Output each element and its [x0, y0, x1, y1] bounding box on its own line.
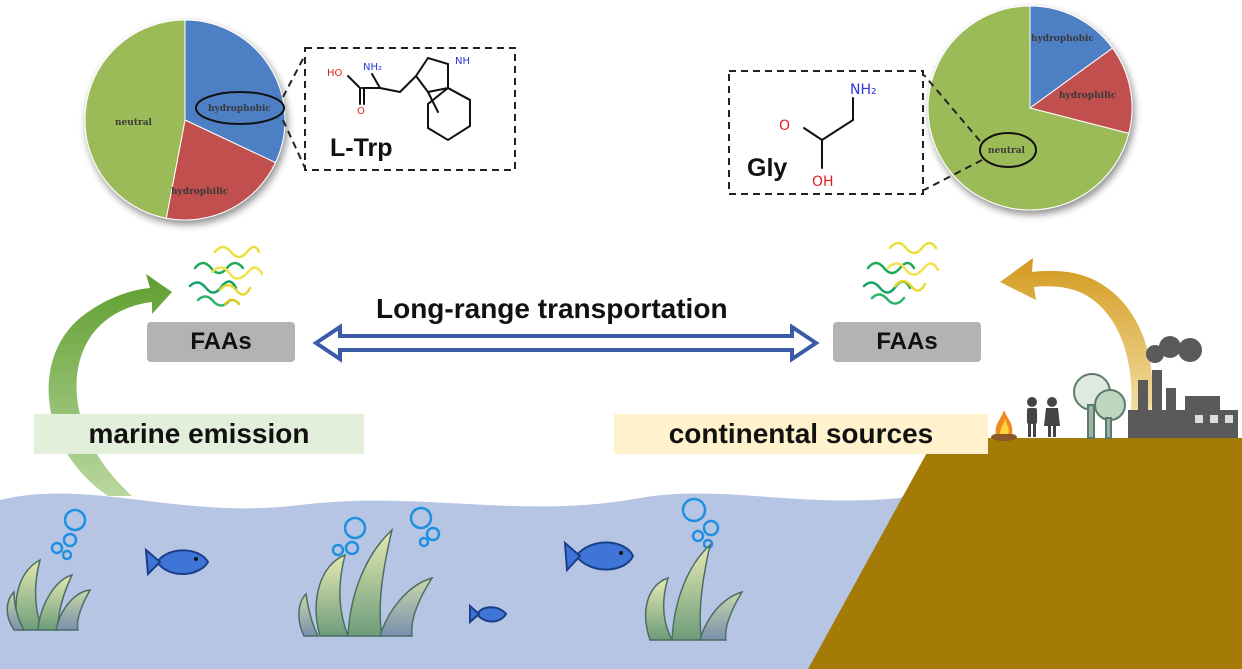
seaweed-3 [645, 542, 744, 641]
molecule-name-trp: L-Trp [330, 134, 393, 162]
faa-protein-icon-right [862, 241, 940, 305]
faa-protein-icon-left [188, 245, 264, 307]
transport-label: Long-range transportation [376, 293, 728, 324]
land [808, 438, 1242, 669]
gly-atom-oh: OH [812, 174, 834, 190]
trp-structure [347, 56, 471, 142]
factory-icon [1128, 336, 1238, 438]
connector-right-top [923, 74, 981, 142]
seaweed-2 [298, 527, 434, 637]
pie-chart-right [927, 5, 1133, 211]
marine-emission-label: marine emission [34, 414, 364, 454]
neutral-highlight-ellipse [979, 132, 1037, 168]
faas-box-right: FAAs [833, 322, 981, 362]
faas-box-left: FAAs [147, 322, 295, 362]
marine-emission-arrow [48, 274, 172, 496]
molecule-name-gly: Gly [747, 154, 788, 182]
gly-atom-nh2: NH₂ [850, 82, 877, 98]
pie-right-label-neutral: neutral [988, 146, 1026, 156]
pie-left-label-neutral: neutral [115, 118, 153, 128]
pie-right-label-hydrophilic: hydrophilic [1059, 91, 1117, 101]
seaweed-1 [6, 558, 92, 631]
hydrophobic-highlight-ellipse [195, 91, 285, 125]
ocean [0, 470, 950, 669]
trp-atom-oh: HO [327, 68, 343, 79]
pie-right-slice-hydrophobic [1029, 5, 1114, 109]
connector-left-bottom [282, 119, 306, 169]
fish-3 [469, 603, 508, 625]
fish-1 [144, 547, 210, 577]
molecule-box-gly [728, 70, 924, 195]
gly-structure [803, 97, 854, 169]
connector-left-top [282, 54, 306, 98]
campfire-icon [991, 410, 1017, 441]
fish-2 [563, 540, 635, 573]
gly-atom-o: O [779, 118, 790, 134]
pie-right-slice-neutral [927, 5, 1130, 211]
continental-sources-label: continental sources [614, 414, 988, 454]
pie-left-slice-hydrophilic [165, 119, 277, 221]
continental-sources-arrow [1000, 258, 1153, 420]
transport-double-arrow [312, 323, 820, 363]
pie-right-label-hydrophobic: hydrophobic [1031, 34, 1094, 44]
trp-atom-nh: NH [455, 56, 470, 67]
molecule-box-trp [304, 47, 516, 171]
connector-right-bottom [923, 159, 983, 191]
bubbles [50, 497, 720, 561]
pie-left-label-hydrophobic: hydrophobic [208, 104, 271, 114]
people-icon [1027, 397, 1060, 437]
pie-right-slice-hydrophilic [1028, 47, 1133, 134]
trp-atom-o: O [357, 106, 365, 117]
trp-atom-nh2: NH₂ [363, 62, 382, 73]
pie-chart-left [84, 19, 286, 221]
pie-left-label-hydrophilic: hydrophilic [171, 187, 229, 197]
pie-left-slice-neutral [84, 19, 186, 219]
trees-icon [1073, 373, 1126, 439]
